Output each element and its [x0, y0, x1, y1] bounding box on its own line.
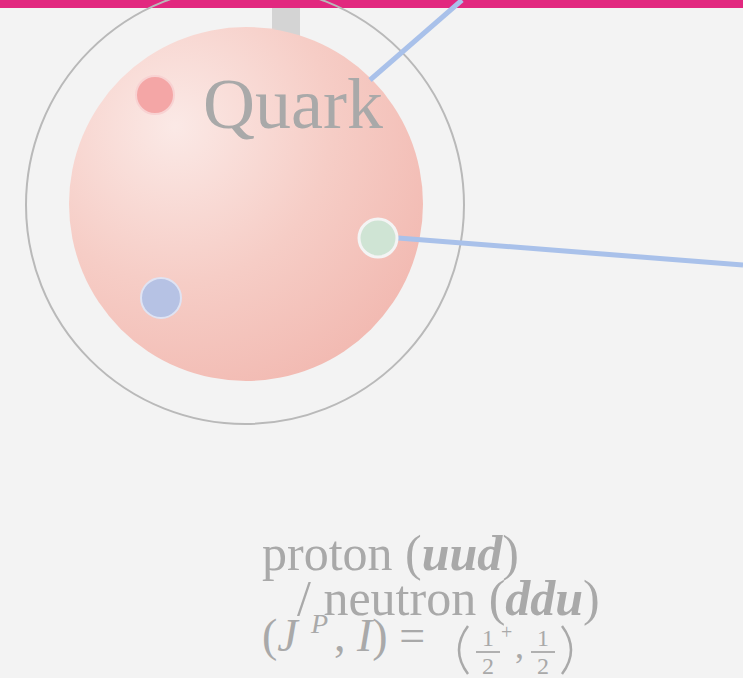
quantum-numbers: , I) = [334, 613, 425, 659]
fraction-numerator: 1 [482, 626, 494, 650]
nucleon-sphere [69, 27, 423, 381]
leader-line [398, 238, 743, 265]
green-quark [359, 219, 397, 257]
fraction-denominator: 2 [537, 654, 549, 678]
quark-label: Quark [203, 68, 383, 140]
title-bar [0, 0, 743, 8]
superscript: + [501, 622, 512, 642]
right-paren [562, 626, 571, 674]
fraction-numerator: 1 [537, 626, 549, 650]
red-quark [136, 76, 174, 114]
blue-quark [141, 278, 181, 318]
quantum-numbers: (J [262, 613, 298, 659]
leader-line [370, 0, 462, 80]
left-paren [459, 626, 468, 674]
fraction-denominator: 2 [482, 654, 494, 678]
fraction-bar [476, 651, 500, 653]
fraction-bar [531, 651, 555, 653]
separator: , [515, 628, 524, 664]
nucleon-outline [26, 0, 464, 424]
superscript: P [311, 610, 328, 638]
